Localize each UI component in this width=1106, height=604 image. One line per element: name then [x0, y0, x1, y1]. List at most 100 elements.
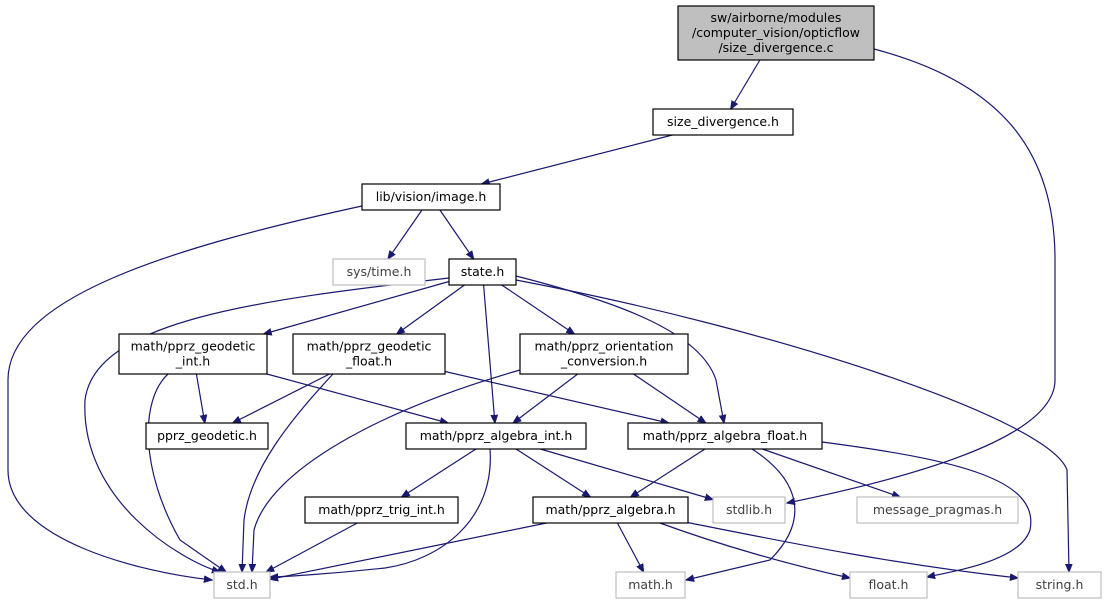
- node-label: std.h: [226, 577, 257, 592]
- node-stdlib-h: stdlib.h: [712, 496, 786, 524]
- node-box: [332, 258, 426, 286]
- node-size-divergence-h[interactable]: size_divergence.h: [652, 108, 794, 136]
- node-label: string.h: [1036, 577, 1084, 592]
- edge-pprz_geodetic_int_h-to-std_h: [147, 373, 226, 572]
- node-box: [712, 496, 786, 524]
- node-pprz-algebra-int-h[interactable]: math/pprz_algebra_int.h: [405, 422, 587, 450]
- edge-pprz_algebra_float_h-to-float_h: [821, 441, 1032, 577]
- edge-pprz_geodetic_float_h-to-pprz_algebra_float_h: [444, 370, 669, 424]
- node-message-pragmas-h: message_pragmas.h: [856, 496, 1019, 524]
- node-label: math/pprz_trig_int.h: [318, 502, 445, 517]
- edge-pprz_algebra_float_h-to-message_pragmas_h: [762, 448, 900, 497]
- edge-pprz_orientation_conversion_h-to-std_h: [252, 369, 521, 572]
- node-float-h: float.h: [849, 571, 928, 599]
- node-label: _int.h: [175, 354, 210, 369]
- node-std-h: std.h: [213, 571, 271, 599]
- node-box: [677, 5, 875, 61]
- node-label: math/pprz_orientation: [534, 339, 673, 354]
- node-label: math.h: [628, 577, 673, 592]
- node-box: [849, 571, 928, 599]
- node-box: [405, 422, 587, 450]
- edge-pprz_geodetic_float_h-to-std_h: [242, 373, 334, 572]
- edge-size_divergence_c-to-size_divergence_h: [731, 59, 761, 109]
- node-box: [519, 333, 689, 375]
- node-sys-time-h: sys/time.h: [332, 258, 426, 286]
- node-label: float.h: [869, 577, 909, 592]
- node-label: math/pprz_algebra.h: [545, 502, 675, 517]
- edge-state_h-to-string_h: [515, 279, 1069, 572]
- node-box: [213, 571, 271, 599]
- node-pprz-geodetic-h[interactable]: pprz_geodetic.h: [145, 422, 269, 450]
- node-label: math/pprz_geodetic: [131, 339, 256, 354]
- edge-pprz_algebra_h-to-math_h: [616, 522, 643, 572]
- node-label: message_pragmas.h: [873, 502, 1002, 517]
- node-label: /computer_vision/opticflow: [692, 25, 860, 40]
- edge-state_h-to-pprz_geodetic_float_h: [397, 284, 465, 334]
- node-box: [448, 258, 517, 286]
- node-label: sys/time.h: [347, 264, 412, 279]
- node-box: [615, 571, 686, 599]
- edge-state_h-to-pprz_geodetic_int_h: [264, 280, 450, 335]
- node-box: [118, 333, 268, 375]
- edge-size_divergence_c-to-stdlib_h: [787, 48, 1056, 503]
- node-pprz-orientation-conversion-h[interactable]: math/pprz_orientation_conversion.h: [519, 333, 689, 375]
- edge-pprz_geodetic_int_h-to-pprz_geodetic_h: [195, 373, 204, 423]
- edge-pprz_geodetic_int_h-to-pprz_algebra_int_h: [266, 373, 448, 423]
- edge-pprz_algebra_float_h-to-pprz_algebra_h: [631, 448, 706, 497]
- edge-size_divergence_h-to-lib_vision_image_h: [482, 134, 673, 184]
- node-label: _conversion.h: [560, 354, 647, 369]
- edge-pprz_geodetic_float_h-to-pprz_geodetic_h: [233, 373, 330, 423]
- edge-pprz_algebra_h-to-std_h: [270, 522, 547, 579]
- node-box: [1017, 571, 1102, 599]
- node-box: [145, 422, 269, 450]
- node-pprz-algebra-float-h[interactable]: math/pprz_algebra_float.h: [627, 422, 823, 450]
- node-box: [627, 422, 823, 450]
- node-label: _float.h: [345, 354, 392, 369]
- node-label: lib/vision/image.h: [376, 189, 487, 204]
- edge-lib_vision_image_h-to-std_h: [7, 205, 363, 580]
- node-label: size_divergence.h: [667, 114, 779, 129]
- node-string-h: string.h: [1017, 571, 1102, 599]
- node-box: [652, 108, 794, 136]
- node-label: math/pprz_algebra_float.h: [643, 428, 807, 443]
- edge-pprz_algebra_int_h-to-std_h: [270, 448, 491, 577]
- node-box: [856, 496, 1019, 524]
- edge-lib_vision_image_h-to-sys_time_h: [388, 209, 423, 259]
- node-label: sw/airborne/modules: [711, 10, 842, 25]
- edge-pprz_algebra_int_h-to-pprz_trig_int_h: [402, 448, 477, 497]
- edge-state_h-to-pprz_algebra_float_h: [515, 275, 724, 423]
- node-label: stdlib.h: [726, 502, 772, 517]
- node-pprz-algebra-h[interactable]: math/pprz_algebra.h: [532, 496, 689, 524]
- edge-pprz_trig_int_h-to-std_h: [266, 522, 358, 572]
- edge-pprz_algebra_h-to-string_h: [679, 520, 1018, 578]
- node-box: [361, 183, 501, 211]
- node-label: state.h: [461, 264, 505, 279]
- node-math-h: math.h: [615, 571, 686, 599]
- node-label: math/pprz_geodetic: [307, 339, 432, 354]
- node-box: [292, 333, 446, 375]
- edges: [7, 48, 1069, 580]
- node-pprz-geodetic-int-h[interactable]: math/pprz_geodetic_int.h: [118, 333, 268, 375]
- nodes: sw/airborne/modules/computer_vision/opti…: [118, 5, 1102, 599]
- edge-pprz_algebra_int_h-to-stdlib_h: [540, 448, 713, 500]
- node-label: /size_divergence.c: [718, 40, 833, 55]
- edge-pprz_algebra_float_h-to-math_h: [686, 448, 796, 580]
- edge-pprz_orientation_conversion_h-to-pprz_algebra_float_h: [633, 373, 706, 423]
- node-label: pprz_geodetic.h: [157, 428, 257, 443]
- node-pprz-trig-int-h[interactable]: math/pprz_trig_int.h: [304, 496, 459, 524]
- edge-pprz_orientation_conversion_h-to-pprz_algebra_int_h: [513, 373, 579, 423]
- edge-state_h-to-pprz_algebra_int_h: [483, 284, 495, 423]
- edge-lib_vision_image_h-to-state_h: [439, 209, 474, 259]
- node-size-divergence-c[interactable]: sw/airborne/modules/computer_vision/opti…: [677, 5, 875, 61]
- node-state-h[interactable]: state.h: [448, 258, 517, 286]
- node-lib-vision-image-h[interactable]: lib/vision/image.h: [361, 183, 501, 211]
- node-label: math/pprz_algebra_int.h: [420, 428, 573, 443]
- node-pprz-geodetic-float-h[interactable]: math/pprz_geodetic_float.h: [292, 333, 446, 375]
- node-box: [532, 496, 689, 524]
- edge-state_h-to-pprz_orientation_conversion_h: [501, 284, 575, 334]
- edge-state_h-to-std_h: [84, 277, 450, 572]
- node-box: [304, 496, 459, 524]
- edge-pprz_algebra_h-to-float_h: [659, 522, 850, 578]
- edge-pprz_algebra_int_h-to-pprz_algebra_h: [515, 448, 590, 497]
